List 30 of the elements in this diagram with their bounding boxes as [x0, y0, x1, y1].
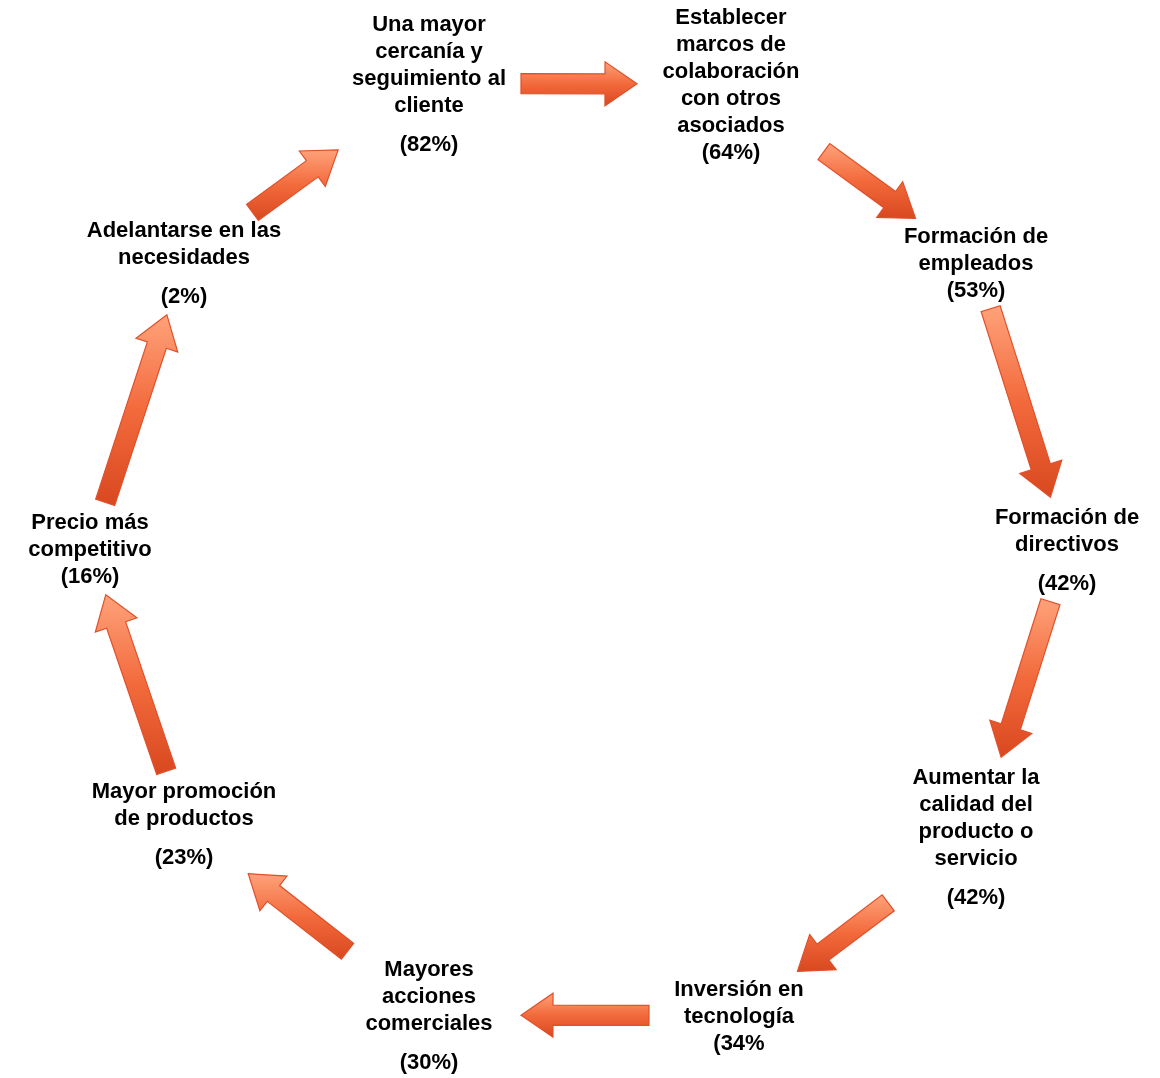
- percentage-label: (30%): [398, 1048, 460, 1075]
- item-label: Formación de empleados: [902, 222, 1050, 276]
- block-arrow: [247, 873, 355, 961]
- percentage-label: (34%: [712, 1029, 766, 1056]
- block-arrow: [245, 149, 339, 222]
- item-label: Precio más competitivo: [27, 508, 153, 562]
- block-arrow: [796, 893, 896, 972]
- block-arrow: [817, 142, 917, 220]
- block-arrow: [988, 597, 1061, 759]
- block-arrow: [94, 593, 177, 776]
- block-arrow: [94, 313, 179, 507]
- percentage-label: (53%): [945, 276, 1007, 303]
- percentage-label: (16%): [59, 562, 121, 589]
- percentage-label: (23%): [153, 843, 215, 870]
- block-arrow: [520, 60, 639, 107]
- block-arrow: [519, 992, 650, 1039]
- block-arrow: [980, 304, 1063, 499]
- percentage-label: (82%): [398, 130, 460, 157]
- item-label: Inversión en tecnología: [673, 975, 805, 1029]
- item-label: Mayor promoción de productos: [90, 777, 278, 831]
- item-label: Establecer marcos de colaboración con otros asociados: [661, 3, 801, 138]
- item-label: Una mayor cercanía y seguimiento al cliente: [350, 10, 507, 118]
- item-label: Mayores acciones comerciales: [364, 955, 494, 1036]
- percentage-label: (2%): [159, 282, 209, 309]
- percentage-label: (42%): [945, 883, 1007, 910]
- item-label: Aumentar la calidad del producto o servicio: [911, 763, 1041, 871]
- percentage-label: (64%): [700, 138, 762, 165]
- item-label: Formación de directivos: [993, 503, 1141, 557]
- percentage-label: (42%): [1036, 569, 1098, 596]
- item-label: Adelantarse en las necesidades: [85, 216, 283, 270]
